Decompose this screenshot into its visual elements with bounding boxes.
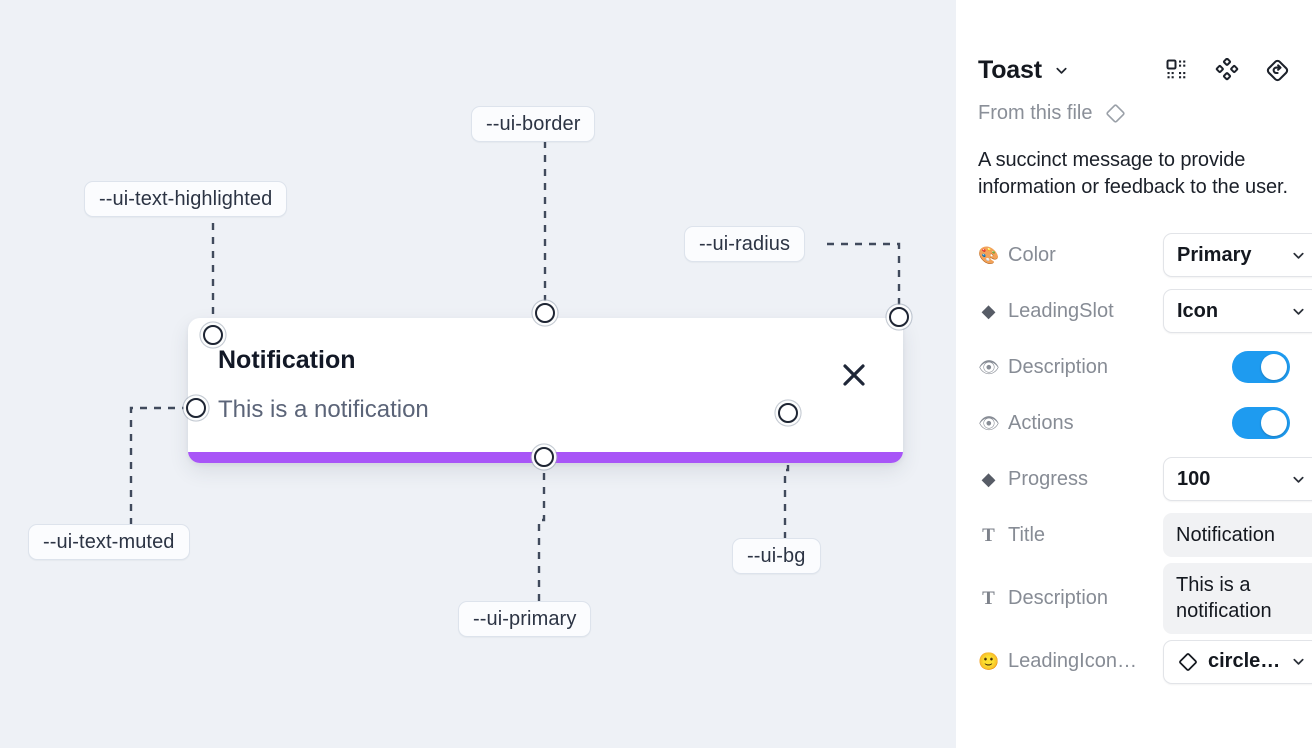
diamond-icon (1177, 651, 1199, 673)
property-label-description-text: T Description (978, 587, 1163, 610)
properties-panel: Toast (956, 0, 1312, 748)
property-row-actions: 👁 Actions (978, 395, 1290, 451)
anchor-handle-ui-bg[interactable] (778, 403, 798, 423)
property-name: Actions (1008, 411, 1074, 434)
panel-header: Toast (978, 44, 1290, 96)
component-description: A succinct message to provide informatio… (978, 149, 1288, 198)
progress-select-value: 100 (1177, 467, 1211, 490)
property-label-title: T Title (978, 524, 1163, 547)
property-label-actions: 👁 Actions (978, 412, 1163, 435)
property-label-leading-slot: ◆ LeadingSlot (978, 300, 1163, 323)
toggle-knob (1261, 354, 1287, 380)
diamond-icon (1104, 102, 1127, 125)
toggle-knob (1261, 410, 1287, 436)
token-pill-ui-radius[interactable]: --ui-radius (684, 226, 806, 262)
component-icon[interactable] (1165, 58, 1189, 82)
from-this-file-label: From this file (978, 102, 1093, 124)
panel-title: Toast (978, 55, 1042, 84)
text-icon: T (982, 524, 995, 546)
progress-select[interactable]: 100 (1163, 457, 1312, 501)
anchor-handle-ui-text-muted[interactable] (186, 398, 206, 418)
token-pill-ui-text-muted[interactable]: --ui-text-muted (28, 524, 190, 560)
anchor-handle-ui-primary[interactable] (534, 447, 554, 467)
panel-header-actions (1165, 58, 1290, 83)
leading-slot-select-value: Icon (1177, 299, 1219, 322)
property-row-leading-slot: ◆ LeadingSlot Icon (978, 283, 1312, 339)
anchor-handle-ui-text-highlighted[interactable] (203, 325, 223, 345)
property-label-description-visible: 👁 Description (978, 356, 1163, 379)
color-select-value: Primary (1177, 243, 1252, 266)
toast-title: Notification (218, 346, 356, 374)
color-select[interactable]: Primary (1163, 233, 1312, 277)
property-name: Description (1008, 586, 1109, 609)
leading-icon-select[interactable]: circle… (1163, 639, 1312, 684)
chevron-down-icon[interactable] (1054, 63, 1069, 78)
close-icon[interactable] (841, 362, 867, 388)
toast-component-preview[interactable]: Notification This is a notification (188, 318, 903, 463)
chevron-down-icon (1291, 304, 1306, 319)
actions-toggle[interactable] (1232, 407, 1290, 439)
property-list: 🎨 Color Primary ◆ LeadingSlot (978, 227, 1312, 690)
property-row-progress: ◆ Progress 100 (978, 451, 1312, 507)
property-row-description-text: T Description This is a notification (978, 563, 1312, 634)
from-this-file-row: From this file (978, 102, 1290, 125)
property-row-description-visible: 👁 Description (978, 339, 1290, 395)
chevron-down-icon (1291, 472, 1306, 487)
property-row-title: T Title Notification (978, 507, 1312, 563)
property-name: LeadingIcon… (1008, 650, 1137, 673)
property-label-leading-icon: 🙂 LeadingIcon… (978, 650, 1163, 673)
diamond-icon: ◆ (981, 469, 996, 489)
property-name: Description (1008, 355, 1109, 378)
property-row-color: 🎨 Color Primary (978, 227, 1312, 283)
smiley-icon: 🙂 (978, 652, 1000, 672)
palette-icon: 🎨 (978, 245, 1000, 265)
property-name: LeadingSlot (1008, 299, 1114, 322)
property-row-leading-icon: 🙂 LeadingIcon… circle… (978, 634, 1312, 690)
description-input[interactable]: This is a notification (1163, 563, 1312, 634)
token-pill-ui-primary[interactable]: --ui-primary (458, 601, 592, 637)
design-canvas[interactable]: Notification This is a notification --ui… (0, 0, 956, 748)
property-name: Title (1008, 523, 1046, 546)
leading-slot-select[interactable]: Icon (1163, 289, 1312, 333)
description-toggle[interactable] (1232, 351, 1290, 383)
token-pill-ui-bg[interactable]: --ui-bg (732, 538, 821, 574)
anchor-handle-ui-radius[interactable] (889, 307, 909, 327)
property-label-color: 🎨 Color (978, 244, 1163, 267)
property-name: Progress (1008, 467, 1089, 490)
property-label-progress: ◆ Progress (978, 468, 1163, 491)
variants-icon[interactable] (1215, 58, 1239, 82)
property-name: Color (1008, 243, 1056, 266)
toast-description: This is a notification (218, 396, 429, 423)
chevron-down-icon (1291, 248, 1306, 263)
token-pill-ui-border[interactable]: --ui-border (471, 106, 596, 142)
leading-icon-select-value: circle… (1208, 650, 1281, 673)
anchor-handle-ui-border[interactable] (535, 303, 555, 323)
title-input[interactable]: Notification (1163, 512, 1312, 558)
chevron-down-icon (1291, 654, 1306, 669)
reset-icon[interactable] (1265, 58, 1290, 83)
eye-icon: 👁 (978, 413, 1000, 433)
token-pill-ui-text-highlighted[interactable]: --ui-text-highlighted (84, 181, 288, 217)
text-icon: T (982, 587, 995, 609)
diamond-icon: ◆ (981, 301, 996, 321)
eye-icon: 👁 (978, 357, 1000, 377)
